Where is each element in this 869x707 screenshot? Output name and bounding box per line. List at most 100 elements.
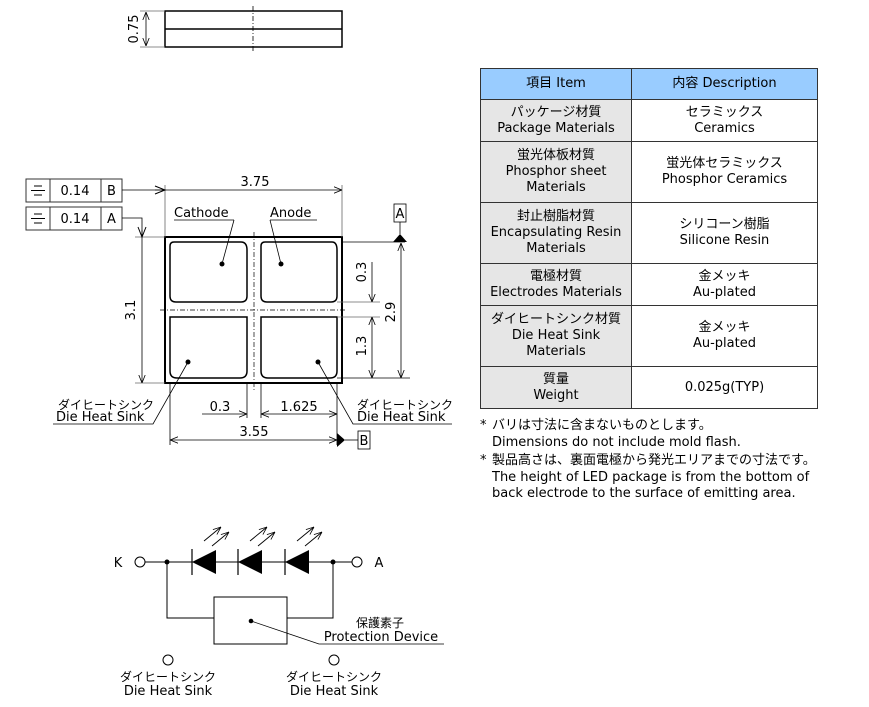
- tolerance-frame-b: 0.14 B: [25, 178, 165, 203]
- anode-label: Anode: [270, 206, 311, 221]
- tolerance-frame-a: 0.14 A: [25, 206, 143, 237]
- light-emission-arrow-icon: [304, 532, 322, 547]
- cell-line: Phosphor Ceramics: [661, 172, 788, 187]
- heat-sink-terminal-2: [328, 654, 340, 666]
- heat-sink-2-jp: ダイヒートシンク: [286, 669, 382, 684]
- protection-label-jp: 保護素子: [356, 615, 404, 630]
- protection-wire-left: [166, 562, 214, 619]
- light-emission-arrow-icon: [257, 532, 275, 547]
- datum-a-label: A: [396, 207, 405, 222]
- protection-label-en: Protection Device: [324, 630, 438, 645]
- cell-line: Ceramics: [694, 120, 755, 136]
- heat-sink-pad-left: [169, 316, 248, 379]
- datum-b-box: [357, 430, 371, 450]
- cell-line: 金メッキ: [698, 268, 751, 284]
- heat-sink-right-jp: ダイヒートシンク: [357, 397, 453, 412]
- anode-pad: [260, 241, 338, 303]
- arrow-head: [154, 185, 167, 195]
- dim-pad-height-label: 1.3: [355, 336, 370, 357]
- cell-line: Materials: [526, 180, 586, 195]
- datum-a-box: [393, 203, 407, 223]
- cell-line: 蛍光体セラミックス: [666, 156, 783, 171]
- heat-sink-1-jp: ダイヒートシンク: [120, 669, 216, 684]
- cell-line: Electrodes Materials: [490, 284, 622, 300]
- terminal-a: [351, 556, 363, 568]
- cell-line: Au-plated: [692, 336, 756, 351]
- cell-line: Package Materials: [497, 120, 615, 136]
- cell-line: Die Heat Sink: [511, 328, 601, 343]
- note-line: バリは寸法に含まないものとします。: [492, 418, 712, 433]
- tolerance-datum: B: [107, 184, 116, 199]
- dim-gap-h-label: 0.3: [210, 400, 231, 415]
- cell-line: Materials: [526, 241, 586, 256]
- dim-height-label: 3.1: [124, 300, 139, 321]
- note: *製品高さは、裏面電極から発光エリアまでの寸法です。The height of …: [480, 453, 816, 503]
- symmetry-icon: [31, 213, 45, 224]
- heat-sink-right-en: Die Heat Sink: [357, 410, 446, 425]
- tolerance-value: 0.14: [61, 212, 90, 227]
- cell-line: 蛍光体板材質: [516, 148, 595, 163]
- cell-line: シリコーン樹脂: [679, 217, 770, 232]
- dim-thickness-label: 0.75: [127, 15, 142, 44]
- note-line: back electrode to the surface of emittin…: [492, 486, 796, 501]
- heat-sink-1-en: Die Heat Sink: [124, 684, 213, 699]
- asterisk: *: [480, 418, 487, 433]
- heat-sink-2-en: Die Heat Sink: [290, 684, 379, 699]
- cell-line: 金メッキ: [698, 320, 751, 335]
- circuit-diagram: K A 保護素子 Protection Device ダイヒートシンク Die …: [114, 527, 444, 699]
- led-diode-icon: [284, 527, 322, 575]
- heat-sink-terminal-1: [162, 654, 174, 666]
- cell-line: パッケージ材質: [510, 104, 602, 120]
- terminal-a-label: A: [375, 556, 384, 571]
- dim-pad-width-label: 1.625: [280, 400, 317, 415]
- light-emission-arrow-icon: [211, 532, 229, 547]
- tolerance-datum: A: [107, 212, 116, 227]
- cathode-label: Cathode: [174, 206, 229, 221]
- datum-a-triangle: [393, 234, 407, 242]
- cell-line: 0.025g(TYP): [684, 379, 765, 395]
- protection-wire-right: [287, 562, 334, 619]
- anode-leader: [269, 219, 282, 265]
- tolerance-value: 0.14: [61, 184, 90, 199]
- cell-line: 封止樹脂材質: [516, 209, 595, 224]
- description-cell: 0.025g(TYP): [631, 366, 818, 409]
- cell-line: 電極材質: [529, 268, 582, 284]
- cell-line: Silicone Resin: [679, 233, 770, 248]
- heat-sink-left-leader: [53, 361, 189, 425]
- terminal-k-label: K: [114, 556, 123, 571]
- cell-line: Phosphor sheet: [505, 164, 607, 179]
- note: *バリは寸法に含まないものとします。Dimensions do not incl…: [480, 418, 816, 451]
- led-string: [191, 527, 322, 575]
- cell-line: セラミックス: [685, 104, 764, 120]
- light-emission-arrow-icon: [203, 527, 221, 542]
- heat-sink-left-en: Die Heat Sink: [56, 410, 145, 425]
- led-diode-icon: [191, 527, 229, 575]
- side-view: 0.75: [127, 6, 343, 52]
- cell-line: Encapsulating Resin: [490, 225, 622, 240]
- header-item: 項目 Item: [480, 68, 632, 100]
- dim-width-label: 3.75: [241, 175, 270, 190]
- dim-pad-span-v-label: 2.9: [384, 302, 399, 323]
- light-emission-arrow-icon: [249, 527, 267, 542]
- heat-sink-right-leader: [317, 361, 452, 425]
- protection-leader: [250, 620, 444, 645]
- note-line: 製品高さは、裏面電極から発光エリアまでの寸法です。: [492, 453, 816, 468]
- cell-line: 質量: [542, 371, 569, 387]
- heat-sink-pad-right: [260, 316, 338, 379]
- cell-line: Weight: [533, 387, 579, 403]
